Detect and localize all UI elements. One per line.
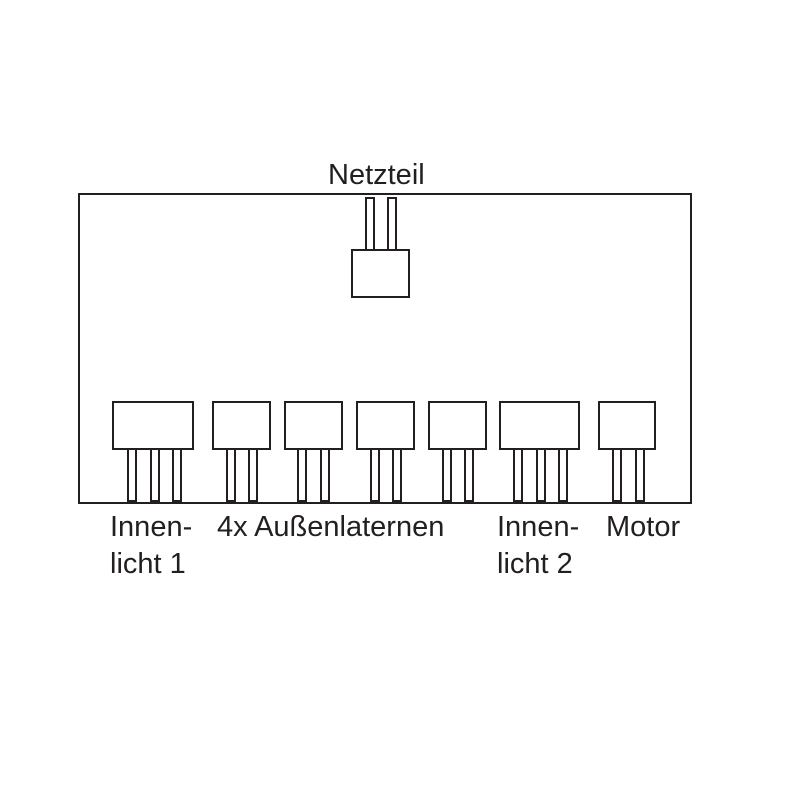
outer-lantern-connector — [284, 401, 343, 502]
connector-pin — [635, 448, 645, 502]
connector-housing — [284, 401, 343, 450]
power-connector-pin — [387, 197, 397, 251]
connector-pin — [513, 448, 523, 502]
outer-lantern-connector — [212, 401, 271, 502]
connector-pin — [558, 448, 568, 502]
connector-pin — [172, 448, 182, 502]
connector-housing — [428, 401, 487, 450]
connector-housing — [499, 401, 580, 450]
outer-lantern-connector — [428, 401, 487, 502]
connector-housing — [356, 401, 415, 450]
connector-pin — [150, 448, 160, 502]
outer-lantern-connector — [356, 401, 415, 502]
connector-housing — [212, 401, 271, 450]
inner-light-2-connector — [499, 401, 580, 502]
connector-pin — [297, 448, 307, 502]
connector-pin — [442, 448, 452, 502]
inner-light-1-label-line1: Innen- — [110, 511, 193, 543]
power-connector-housing — [351, 249, 410, 298]
connector-pin — [226, 448, 236, 502]
inner-light-2-label-line1: Innen- — [497, 511, 580, 543]
power-label: Netzteil — [328, 159, 425, 191]
inner-light-2-label-line2: licht 2 — [497, 548, 573, 580]
power-connector-pin — [365, 197, 375, 251]
motor-connector — [598, 401, 656, 502]
connector-pin — [612, 448, 622, 502]
outer-lanterns-label: 4x Außenlaternen — [217, 511, 445, 543]
connector-housing — [112, 401, 194, 450]
connector-housing — [598, 401, 656, 450]
connector-pin — [127, 448, 137, 502]
connector-pin — [370, 448, 380, 502]
connector-pin — [536, 448, 546, 502]
inner-light-1-connector — [112, 401, 194, 502]
motor-label: Motor — [606, 511, 681, 543]
circuit-board — [78, 193, 692, 504]
connector-pin — [320, 448, 330, 502]
connector-pin — [464, 448, 474, 502]
connector-pin — [248, 448, 258, 502]
connector-pin — [392, 448, 402, 502]
inner-light-1-label-line2: licht 1 — [110, 548, 186, 580]
power-connector — [351, 197, 410, 298]
